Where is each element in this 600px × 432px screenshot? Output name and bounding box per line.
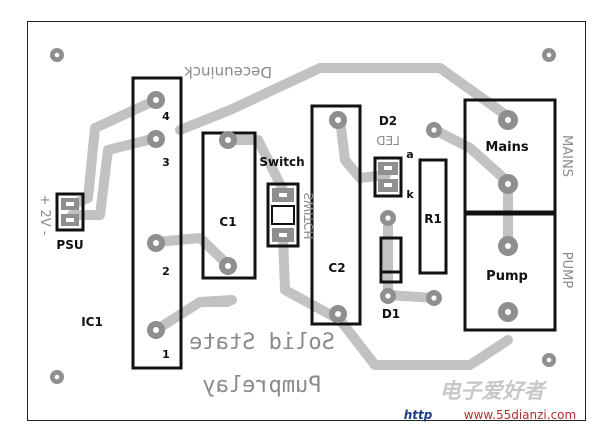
c2-label: C2 <box>328 261 345 275</box>
trace-r1-mains <box>430 125 513 187</box>
ic1-pin1-label: 1 <box>162 348 170 361</box>
ic1-pin3-label: 3 <box>162 156 170 169</box>
trace-top-loop <box>175 63 515 135</box>
switch-label: Switch <box>259 155 304 169</box>
watermark-http: http <box>404 408 433 422</box>
psu-connector-outline <box>55 192 85 232</box>
pump-label: Pump <box>486 269 528 284</box>
switch-pads <box>271 188 295 242</box>
led-pads <box>378 162 398 192</box>
ic1-pin2-label: 2 <box>162 265 170 278</box>
mains-label: Mains <box>485 140 528 155</box>
c2-pads <box>329 111 347 323</box>
trace-switch-c2 <box>278 232 345 325</box>
switch-silk-text: SWITCH <box>302 192 316 239</box>
trace-c2-d2 <box>335 115 391 183</box>
mains-connector-outline <box>463 98 557 214</box>
ic1-label: IC1 <box>81 315 103 329</box>
c1-label: C1 <box>219 215 236 229</box>
led-anode-label: a <box>406 148 413 161</box>
trace-c1-switch <box>223 135 288 195</box>
r1-pads <box>426 122 442 306</box>
top-credit-text: Deceuninck <box>184 63 272 81</box>
c2-outline <box>310 104 362 326</box>
psu-polarity-text: + 2V - <box>37 194 52 235</box>
mains-pads <box>498 110 518 194</box>
led-cathode-label: k <box>406 188 414 201</box>
watermark-chinese: 电子爱好者 <box>440 379 548 403</box>
switch-connector-outline <box>266 182 300 248</box>
ic1-pin4-label: 4 <box>162 110 170 123</box>
pump-connector-outline <box>463 212 557 332</box>
ic1-outline <box>131 76 183 370</box>
watermark: 电子爱好者 http www.55dianzi.com <box>404 379 577 422</box>
pump-silk-text: PUMP <box>559 252 574 289</box>
led-connector-outline <box>373 156 403 198</box>
r1-outline <box>418 158 448 275</box>
mains-silk-text: MAINS <box>559 135 574 177</box>
d1-outline <box>379 236 403 284</box>
trace-pin2-c1 <box>151 233 233 270</box>
trace-bottom-loop <box>335 315 513 370</box>
pads <box>50 48 556 384</box>
title-line1-text: Solid State <box>189 330 335 355</box>
title-line2-text: Pumprelay <box>202 373 321 398</box>
psu-label: PSU <box>56 238 83 252</box>
d2-label: D2 <box>379 114 397 128</box>
led-silk-text: LED <box>376 134 400 148</box>
psu-pads <box>61 198 79 226</box>
ic1-pads <box>147 91 165 339</box>
component-labels: IC1 4 3 2 1 PSU C1 Switch C2 D2 a k R1 D… <box>56 110 528 361</box>
pump-pads <box>498 236 518 322</box>
c1-pads <box>219 131 237 275</box>
mirrored-silkscreen: Deceuninck Solid State Pumprelay SWITCH … <box>37 63 574 398</box>
component-outlines <box>55 76 557 370</box>
trace-left-strip <box>195 295 237 307</box>
d1-label: D1 <box>382 307 400 321</box>
r1-label: R1 <box>424 212 442 226</box>
mounting-holes <box>50 48 556 384</box>
d1-pads <box>380 210 396 304</box>
trace-pin4-psu <box>67 95 161 210</box>
watermark-url: www.55dianzi.com <box>464 408 576 422</box>
